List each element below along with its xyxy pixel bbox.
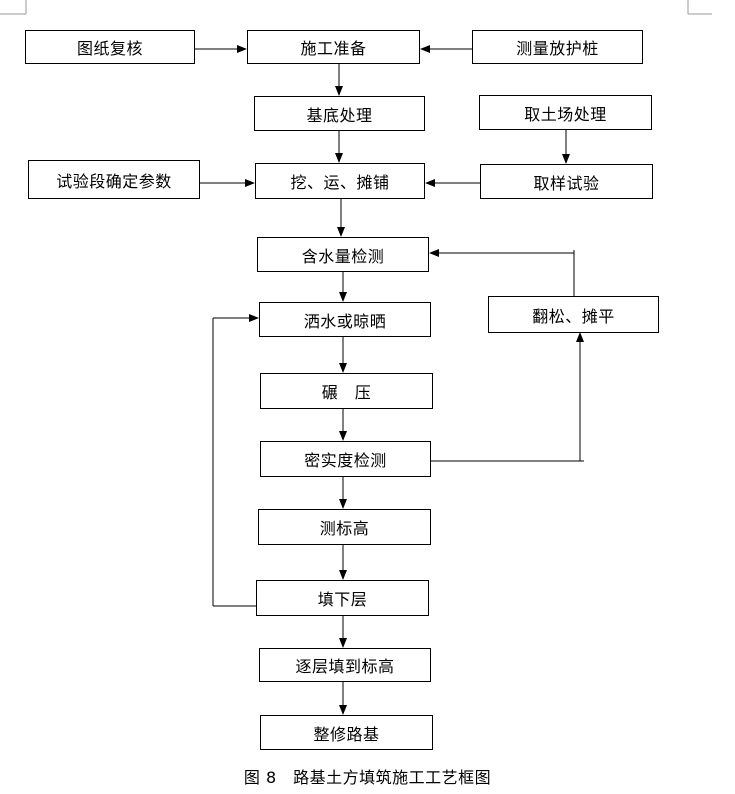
node-measure-elevation: 测标高 xyxy=(258,509,431,545)
node-construction-prep: 施工准备 xyxy=(247,30,420,64)
node-test-section: 试验段确定参数 xyxy=(28,160,200,199)
node-water-or-dry: 洒水或晾晒 xyxy=(259,302,431,337)
node-compaction: 碾 压 xyxy=(260,373,433,409)
node-base-treatment: 基底处理 xyxy=(254,96,425,131)
node-moisture-check: 含水量检测 xyxy=(257,237,429,272)
node-survey-stakes: 测量放护桩 xyxy=(472,30,643,64)
node-density-check: 密实度检测 xyxy=(260,441,431,477)
node-excavate-transport-spread: 挖、运、摊铺 xyxy=(255,163,425,199)
node-layer-fill-to-grade: 逐层填到标高 xyxy=(259,648,431,682)
figure-caption: 图 8 路基土方填筑施工工艺框图 xyxy=(243,768,492,787)
node-loosen-level: 翻松、摊平 xyxy=(488,296,659,333)
node-drawing-review: 图纸复核 xyxy=(25,30,195,64)
node-borrow-pit: 取土场处理 xyxy=(479,95,652,130)
node-fill-lower-layer: 填下层 xyxy=(256,580,429,616)
node-trim-subgrade: 整修路基 xyxy=(260,715,433,750)
page-corner-mark-left xyxy=(0,0,712,15)
node-sampling-test: 取样试验 xyxy=(480,164,653,199)
